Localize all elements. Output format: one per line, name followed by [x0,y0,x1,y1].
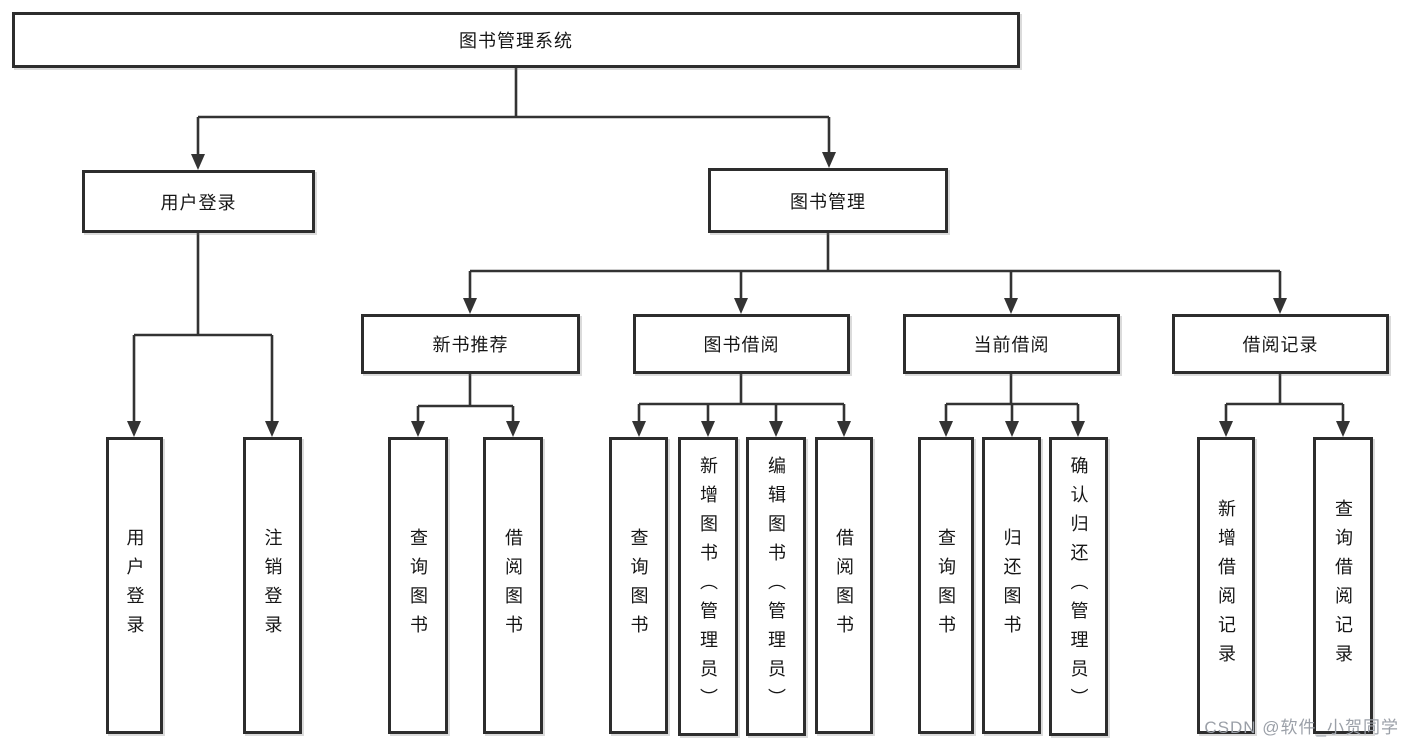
node-book-management-label: 图书管理 [790,191,866,212]
leaf-user-login: 用户登录 [106,437,163,734]
leaf-search-books-recommend: 查询图书 [388,437,448,734]
node-current-borrowing-label: 当前借阅 [973,335,1050,355]
edge-current-borrowing-to-leaves [939,374,1085,437]
leaf-borrow-books-borrowing: 借阅图书 [815,437,873,734]
edge-borrow-records-to-leaves [1219,374,1350,437]
node-current-borrowing: 当前借阅 [903,314,1120,374]
leaf-search-borrow-record: 查询借阅记录 [1313,437,1373,734]
node-borrow-records-label: 借阅记录 [1242,335,1319,355]
edge-book-borrowing-to-leaves [632,374,851,437]
leaf-add-borrow-record-label: 新增借阅记录 [1216,498,1236,673]
leaf-return-books-label: 归还图书 [1001,527,1022,644]
leaf-edit-books-admin: 编辑图书（管理员） [746,437,806,736]
leaf-confirm-return-admin: 确认归还（管理员） [1049,437,1108,736]
leaf-logout-label: 注销登录 [262,527,283,644]
leaf-confirm-return-admin-label: 确认归还（管理员） [1068,456,1089,717]
leaf-add-borrow-record: 新增借阅记录 [1197,437,1255,734]
edge-book-management-to-level3 [463,233,1287,314]
edge-user-login-to-leaves [127,233,279,437]
leaf-search-books-recommend-label: 查询图书 [408,527,428,644]
leaf-return-books: 归还图书 [982,437,1041,734]
leaf-borrow-books-recommend: 借阅图书 [483,437,543,734]
edge-root-to-level2 [191,68,836,170]
leaf-search-books-borrowing: 查询图书 [609,437,668,734]
node-new-book-recommend-label: 新书推荐 [432,335,509,355]
node-user-login-label: 用户登录 [160,192,237,213]
leaf-add-books-admin-label: 新增图书（管理员） [698,456,718,717]
node-book-borrowing-label: 图书借阅 [703,335,780,355]
node-borrow-records: 借阅记录 [1172,314,1389,374]
node-root-system: 图书管理系统 [12,12,1020,68]
leaf-edit-books-admin-label: 编辑图书（管理员） [766,456,786,717]
leaf-logout: 注销登录 [243,437,302,734]
leaf-search-books-current-label: 查询图书 [936,527,956,644]
leaf-user-login-label: 用户登录 [124,527,145,644]
leaf-search-books-current: 查询图书 [918,437,974,734]
edge-new-book-recommend-to-leaves [411,374,520,437]
node-user-login: 用户登录 [82,170,315,233]
leaf-search-borrow-record-label: 查询借阅记录 [1333,498,1353,673]
node-book-borrowing: 图书借阅 [633,314,850,374]
node-new-book-recommend: 新书推荐 [361,314,580,374]
leaf-search-books-borrowing-label: 查询图书 [628,527,649,644]
leaf-borrow-books-recommend-label: 借阅图书 [503,527,523,644]
watermark: CSDN @软件_小贺同学 [1204,718,1399,737]
node-root-label: 图书管理系统 [459,31,573,51]
leaf-borrow-books-borrowing-label: 借阅图书 [834,527,854,644]
node-book-management: 图书管理 [708,168,948,233]
leaf-add-books-admin: 新增图书（管理员） [678,437,738,736]
